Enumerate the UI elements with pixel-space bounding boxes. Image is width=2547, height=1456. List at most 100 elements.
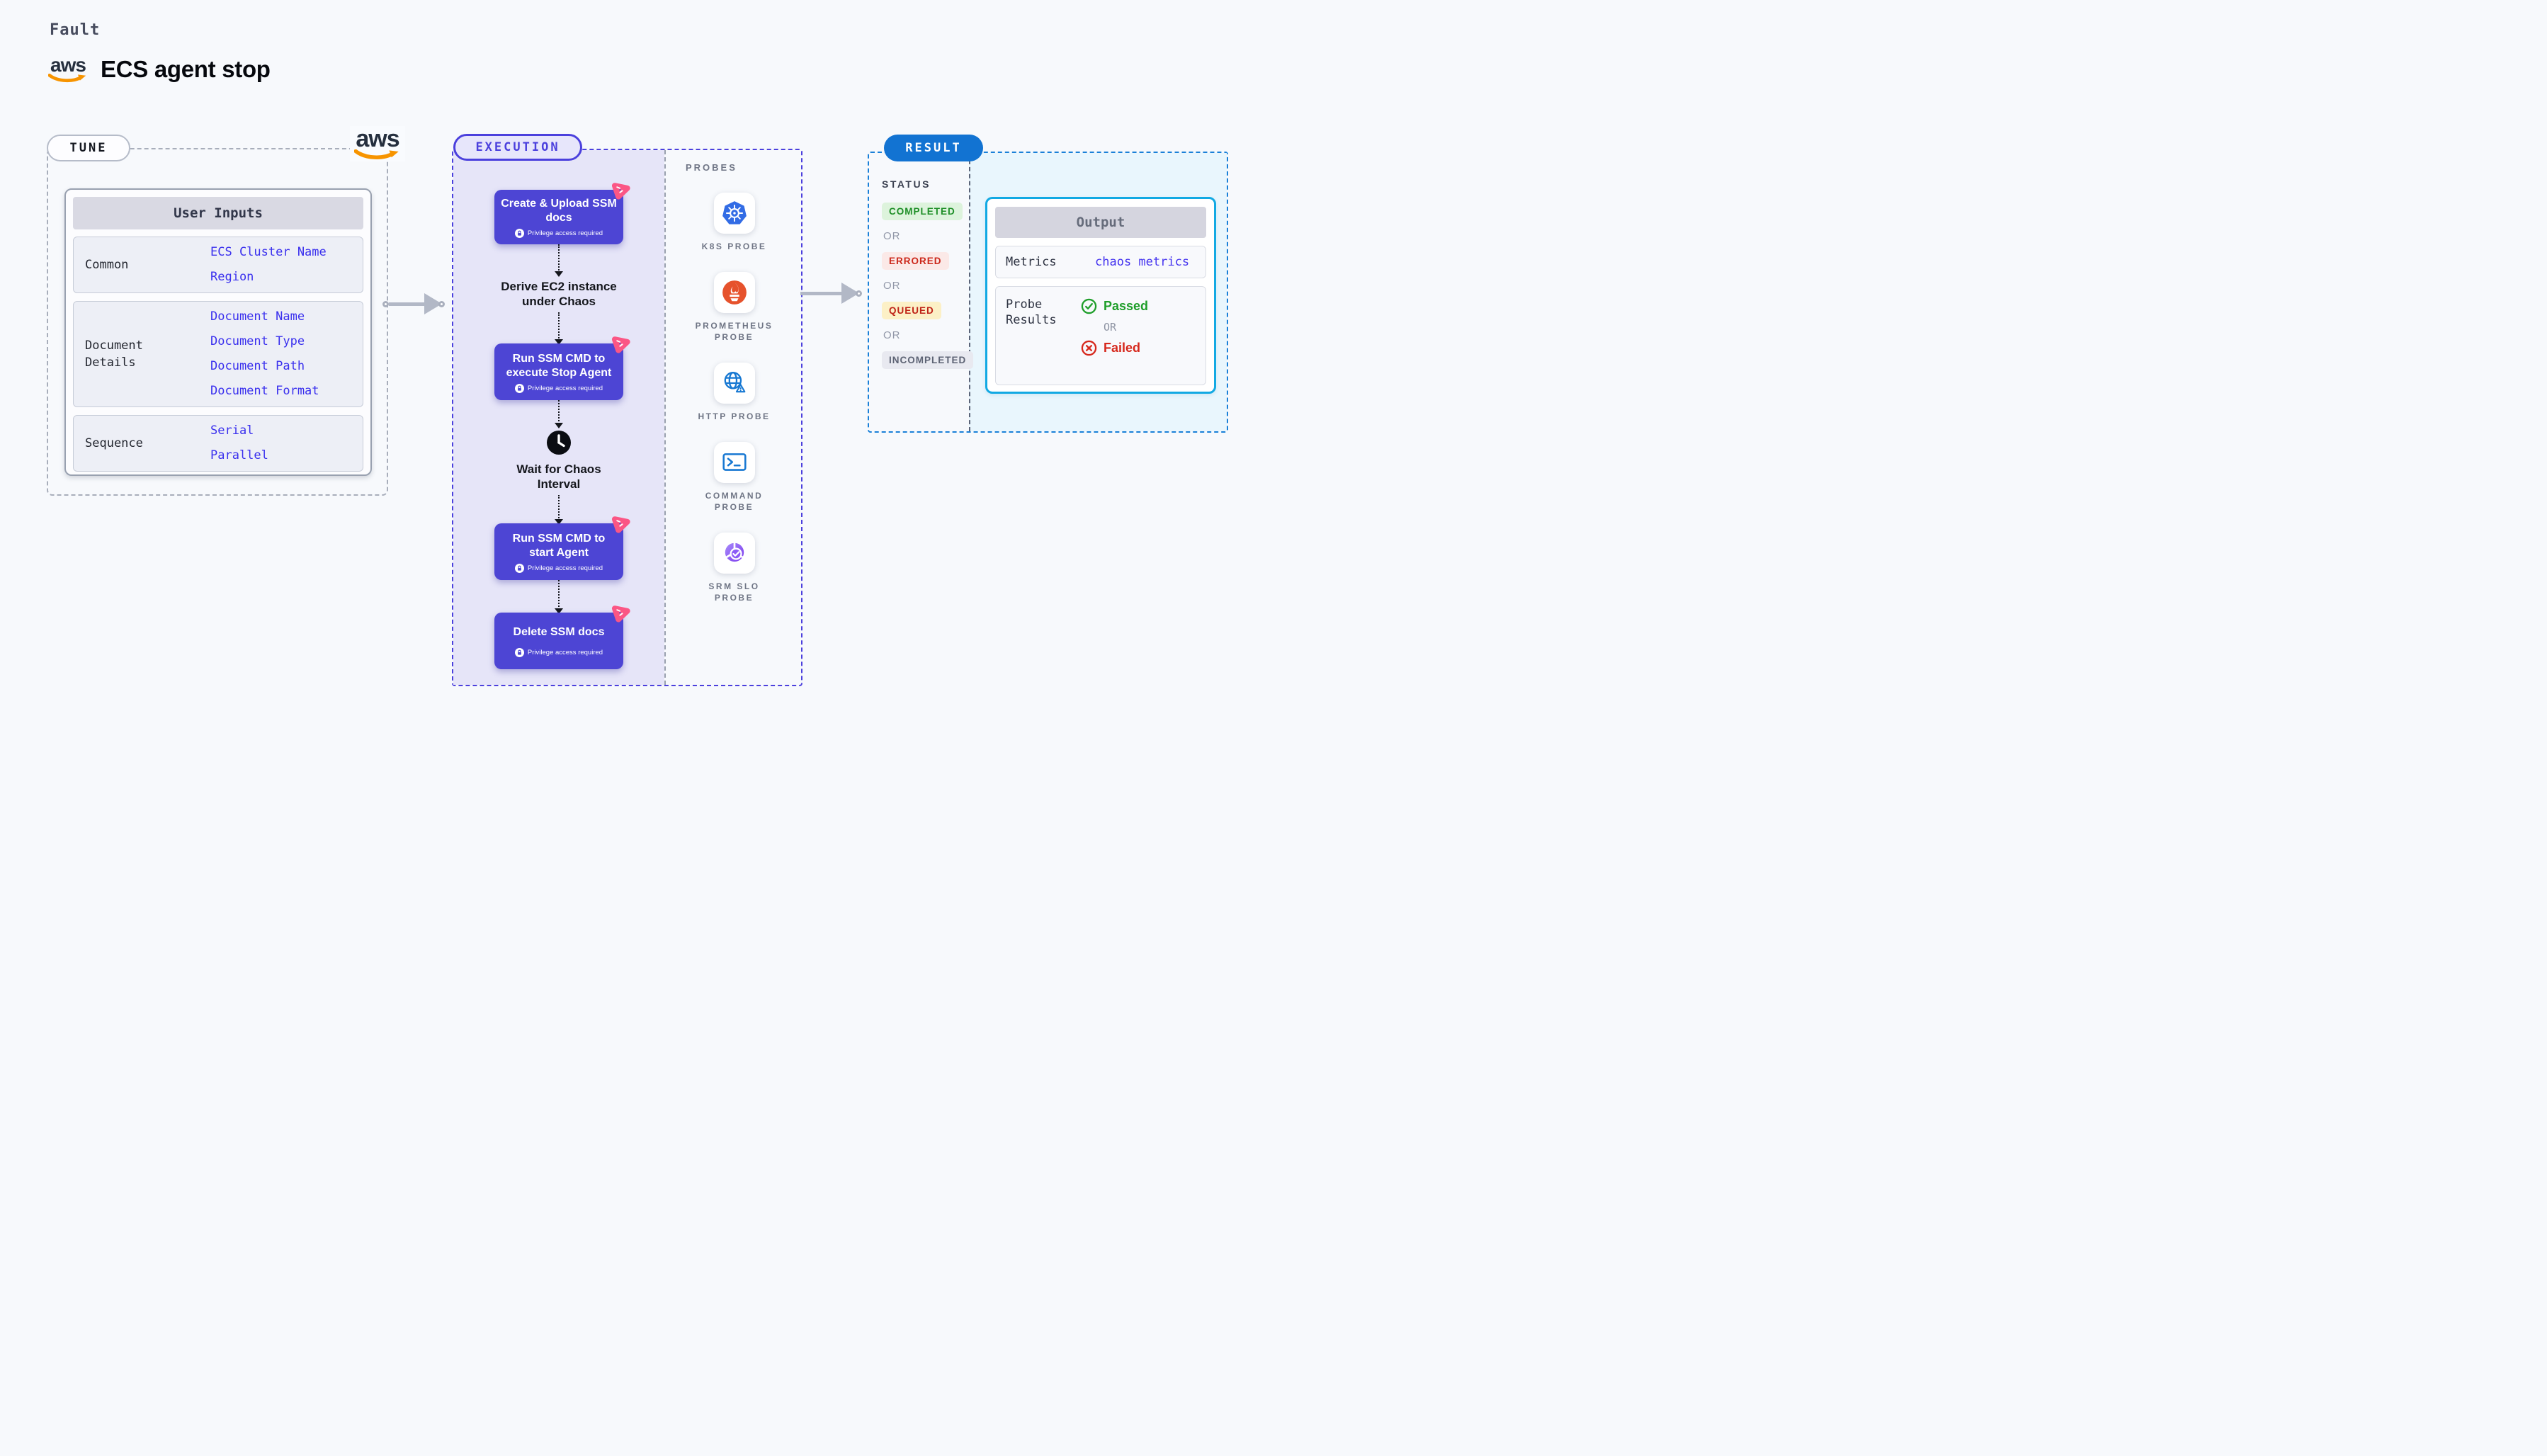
- chaos-metrics-link[interactable]: chaos metrics: [1095, 255, 1190, 269]
- arrow-end-connector: [856, 290, 862, 297]
- aws-logo-icon: aws: [48, 55, 88, 84]
- input-link-document-format[interactable]: Document Format: [210, 384, 319, 398]
- aws-smile-icon: [354, 149, 399, 159]
- step-title: Create & Upload SSM docs: [501, 198, 617, 224]
- output-card: Output Metrics chaos metrics Probe Resul…: [985, 197, 1216, 394]
- input-link-document-type[interactable]: Document Type: [210, 334, 305, 348]
- step-title: Run SSM CMD to execute Stop Agent: [506, 352, 612, 379]
- probes-divider: [664, 150, 666, 685]
- or-separator: OR: [883, 329, 901, 341]
- probe-icon-card: [713, 533, 755, 574]
- privilege-badge-text: Privilege access required: [527, 229, 603, 237]
- status-heading: STATUS: [882, 178, 931, 190]
- chaos-ribbon-icon: [611, 605, 630, 622]
- flow-connector-arrow: [555, 580, 563, 614]
- prometheus-icon: [722, 280, 747, 305]
- terminal-icon: [722, 453, 747, 471]
- input-link-parallel[interactable]: Parallel: [210, 448, 268, 462]
- arrow-shaft: [800, 291, 841, 295]
- step-wait-chaos-interval: Wait for Chaos Interval: [516, 462, 601, 491]
- page-title: ECS agent stop: [101, 56, 271, 82]
- x-circle-icon: [1081, 340, 1097, 356]
- probe-label: HTTP PROBE: [698, 411, 771, 421]
- flow-connector-arrow: [555, 400, 563, 428]
- lock-icon: [514, 383, 524, 393]
- output-title: Output: [995, 207, 1206, 238]
- flow-connector-arrow: [555, 312, 563, 345]
- wait-step-icon: [546, 430, 572, 455]
- aws-logo-text: aws: [50, 54, 86, 76]
- lock-icon: [514, 229, 524, 238]
- input-group-label: Common: [85, 258, 129, 272]
- step-title: Delete SSM docs: [513, 626, 605, 638]
- or-separator: OR: [1104, 321, 1117, 334]
- globe-alert-icon: [724, 372, 745, 393]
- kubernetes-icon: [722, 201, 747, 224]
- probe-prometheus: PROMETHEUS PROBE: [691, 272, 778, 343]
- input-group-document-details: Document Details Document Name Document …: [73, 301, 363, 407]
- probe-results-row: Probe Results Passed OR: [995, 286, 1206, 385]
- clock-icon: [547, 431, 571, 455]
- probe-label: PROMETHEUS PROBE: [695, 321, 773, 342]
- input-link-region[interactable]: Region: [210, 270, 254, 284]
- aws-logo-text: aws: [356, 125, 399, 152]
- privilege-badge: Privilege access required: [500, 563, 618, 573]
- input-link-document-name[interactable]: Document Name: [210, 309, 305, 324]
- probe-icon-card: [713, 193, 755, 234]
- probes-heading: PROBES: [686, 162, 737, 173]
- fault-diagram-page: Fault aws ECS agent stop TUNE aws User I…: [0, 0, 1274, 728]
- step-create-upload-ssm-docs: Create & Upload SSM docs Privilege acces…: [494, 183, 630, 244]
- chaos-ribbon-icon: [611, 183, 630, 200]
- probe-label: COMMAND PROBE: [705, 491, 764, 512]
- passed-text: Passed: [1104, 299, 1149, 313]
- input-links: ECS Cluster Name Region: [210, 245, 327, 285]
- flow-connector-arrow: [555, 495, 563, 525]
- input-links: Serial Parallel: [210, 423, 268, 463]
- lock-icon: [514, 648, 524, 657]
- probe-label: SRM SLO PROBE: [708, 581, 760, 603]
- privilege-badge: Privilege access required: [500, 229, 618, 238]
- arrow-shaft: [389, 302, 424, 306]
- result-section-label: RESULT: [884, 135, 983, 161]
- status-list: STATUS COMPLETED OR ERRORED OR QUEUED OR…: [882, 178, 974, 369]
- step-derive-ec2-instance: Derive EC2 instance under Chaos: [501, 280, 617, 308]
- execution-flow: Create & Upload SSM docs Privilege acces…: [494, 183, 630, 669]
- execution-section-label: EXECUTION: [453, 134, 582, 161]
- fault-kicker: Fault: [50, 21, 101, 39]
- input-group-label: Sequence: [85, 436, 143, 450]
- step-run-ssm-cmd-stop-agent: Run SSM CMD to execute Stop Agent Privil…: [494, 336, 630, 400]
- input-link-serial[interactable]: Serial: [210, 423, 254, 438]
- status-badge-queued: QUEUED: [882, 302, 941, 319]
- chaos-ribbon-icon: [611, 336, 630, 353]
- probe-k8s: K8S PROBE: [691, 193, 778, 252]
- probe-srm-slo: SRM SLO PROBE: [691, 533, 778, 603]
- arrow-start-connector: [382, 300, 389, 307]
- flow-connector-arrow: [555, 244, 563, 277]
- probe-command: COMMAND PROBE: [691, 442, 778, 513]
- input-link-ecs-cluster-name[interactable]: ECS Cluster Name: [210, 245, 327, 259]
- privilege-badge-text: Privilege access required: [527, 564, 603, 572]
- probe-icon-card: [713, 272, 755, 313]
- input-group-common: Common ECS Cluster Name Region: [73, 237, 363, 293]
- status-badge-errored: ERRORED: [882, 252, 949, 270]
- privilege-badge-text: Privilege access required: [527, 384, 603, 392]
- result-section: STATUS COMPLETED OR ERRORED OR QUEUED OR…: [868, 152, 1228, 433]
- probe-results-label: Probe Results: [1006, 297, 1057, 327]
- probe-icon-card: [713, 442, 755, 483]
- status-badge-incompleted: INCOMPLETED: [882, 351, 974, 369]
- check-circle-icon: [1081, 298, 1097, 314]
- input-group-label: Document Details: [85, 339, 143, 370]
- probe-results-values: Passed OR Failed: [1081, 298, 1148, 375]
- privilege-badge: Privilege access required: [500, 648, 618, 657]
- verdict-passed: Passed: [1081, 298, 1148, 314]
- metrics-row: Metrics chaos metrics: [995, 246, 1206, 278]
- lock-icon: [514, 563, 524, 573]
- aws-smile-icon: [48, 74, 86, 83]
- step-delete-ssm-docs: Delete SSM docs Privilege access require…: [494, 605, 630, 669]
- tune-section: [47, 148, 388, 496]
- input-link-document-path[interactable]: Document Path: [210, 359, 305, 373]
- step-run-ssm-cmd-start-agent: Run SSM CMD to start Agent Privilege acc…: [494, 516, 630, 580]
- arrow-end-connector: [438, 300, 445, 307]
- probe-icon-card: [713, 363, 755, 404]
- user-inputs-card: User Inputs Common ECS Cluster Name Regi…: [64, 188, 372, 476]
